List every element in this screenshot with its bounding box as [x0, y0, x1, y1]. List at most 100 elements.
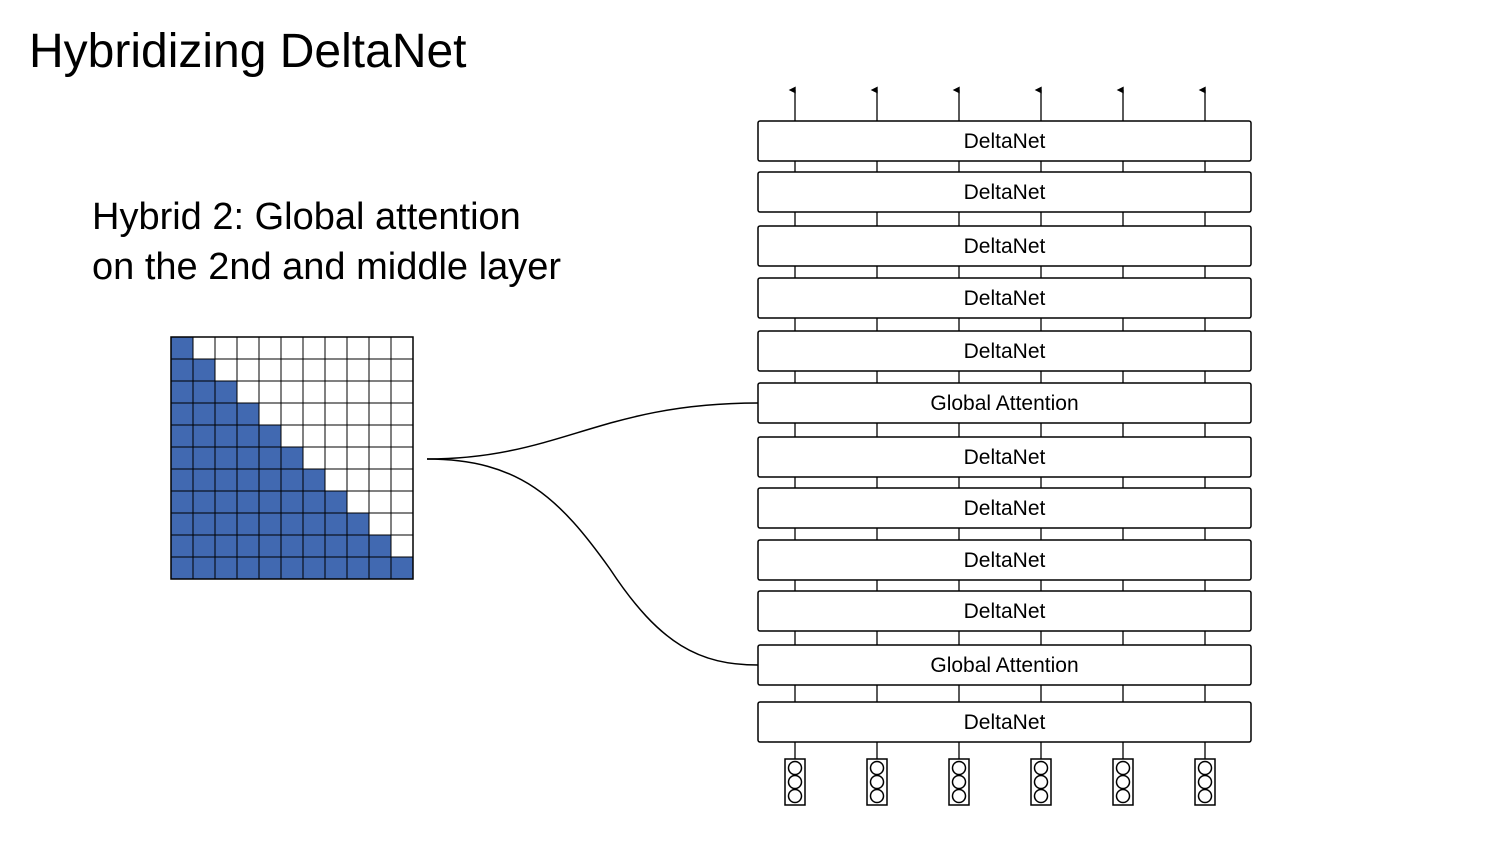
layer-box [757, 590, 1252, 632]
layer-label: DeltaNet [964, 711, 1046, 734]
mask-cell-empty [346, 468, 370, 492]
layer-label: DeltaNet [964, 600, 1046, 623]
mask-cell-empty [368, 402, 392, 426]
mask-cell-filled [214, 468, 238, 492]
mask-cell-filled [214, 490, 238, 514]
mask-cell-empty [346, 336, 370, 360]
deltanet-layer: DeltaNet [757, 436, 1252, 478]
input-token [948, 758, 970, 806]
mask-cell-empty [324, 424, 348, 448]
mask-cell-filled [170, 424, 194, 448]
mask-cell-filled [258, 490, 282, 514]
token-circle [1115, 788, 1131, 804]
mask-cell-filled [192, 358, 216, 382]
layer-label: DeltaNet [964, 340, 1046, 363]
mask-cell-empty [236, 336, 260, 360]
mask-cell-filled [280, 556, 304, 580]
mask-cell-filled [324, 556, 348, 580]
mask-cell-filled [170, 468, 194, 492]
mask-cell-empty [346, 358, 370, 382]
layer-box [757, 225, 1252, 267]
deltanet-layer: DeltaNet [757, 171, 1252, 213]
deltanet-layer: DeltaNet [757, 120, 1252, 162]
mask-cell-filled [390, 556, 414, 580]
mask-cell-empty [390, 534, 414, 558]
layer-box [757, 277, 1252, 319]
mask-cell-filled [302, 534, 326, 558]
mask-cell-empty [368, 446, 392, 470]
mask-cell-filled [302, 490, 326, 514]
layer-label: Global Attention [930, 392, 1078, 415]
mask-cell-filled [302, 512, 326, 536]
mask-to-global-attention-curve [426, 458, 759, 666]
deltanet-layer: DeltaNet [757, 701, 1252, 743]
mask-cell-filled [346, 534, 370, 558]
layer-label: DeltaNet [964, 287, 1046, 310]
layer-label: DeltaNet [964, 497, 1046, 520]
mask-cell-empty [390, 468, 414, 492]
mask-cell-filled [170, 490, 194, 514]
mask-cell-empty [368, 424, 392, 448]
mask-cell-filled [324, 512, 348, 536]
layer-box [757, 487, 1252, 529]
token-circle [951, 774, 967, 790]
token-circle [951, 788, 967, 804]
mask-cell-filled [170, 380, 194, 404]
mask-cell-empty [390, 424, 414, 448]
token-circle [1033, 760, 1049, 776]
global-attention-layer: Global Attention [757, 382, 1252, 424]
input-tokens [784, 758, 1216, 806]
mask-cell-empty [390, 512, 414, 536]
layer-label: DeltaNet [964, 446, 1046, 469]
deltanet-layer: DeltaNet [757, 225, 1252, 267]
mask-border [170, 336, 414, 580]
mask-cell-filled [368, 534, 392, 558]
mask-cell-filled [236, 402, 260, 426]
mask-cell-filled [170, 534, 194, 558]
mask-cell-empty [280, 380, 304, 404]
mask-cell-empty [214, 336, 238, 360]
mask-cell-filled [280, 446, 304, 470]
layer-box [757, 171, 1252, 213]
mask-cell-empty [368, 336, 392, 360]
mask-cell-empty [368, 512, 392, 536]
mask-cell-filled [214, 380, 238, 404]
token-circle [787, 774, 803, 790]
mask-cell-empty [390, 380, 414, 404]
mask-cell-filled [170, 556, 194, 580]
mask-cell-filled [170, 446, 194, 470]
mask-cell-filled [258, 512, 282, 536]
mask-cell-empty [280, 358, 304, 382]
mask-cell-filled [192, 402, 216, 426]
slide-title: Hybridizing DeltaNet [29, 25, 467, 78]
mask-cell-empty [258, 380, 282, 404]
mask-cell-filled [192, 380, 216, 404]
subtitle-line-2: on the 2nd and middle layer [92, 246, 561, 288]
token-circle [869, 774, 885, 790]
layer-label: DeltaNet [964, 130, 1046, 153]
mask-cell-filled [170, 512, 194, 536]
layer-label: DeltaNet [964, 235, 1046, 258]
mask-cell-empty [258, 402, 282, 426]
input-token [784, 758, 806, 806]
mask-cell-empty [280, 336, 304, 360]
token-circle [869, 788, 885, 804]
token-circle [787, 788, 803, 804]
token-circle [1033, 788, 1049, 804]
mask-cell-empty [346, 380, 370, 404]
mask-cell-empty [324, 380, 348, 404]
connector-curves [426, 402, 759, 666]
token-circle [1197, 788, 1213, 804]
mask-to-global-attention-curve [426, 402, 759, 460]
mask-cell-filled [192, 534, 216, 558]
mask-cell-empty [302, 358, 326, 382]
mask-cell-filled [236, 512, 260, 536]
input-token [1112, 758, 1134, 806]
mask-cell-filled [280, 468, 304, 492]
global-attention-layer: Global Attention [757, 644, 1252, 686]
subtitle: Hybrid 2: Global attention on the 2nd an… [92, 192, 561, 292]
deltanet-layer: DeltaNet [757, 487, 1252, 529]
mask-cell-empty [324, 402, 348, 426]
mask-cell-empty [390, 402, 414, 426]
mask-cell-filled [192, 512, 216, 536]
